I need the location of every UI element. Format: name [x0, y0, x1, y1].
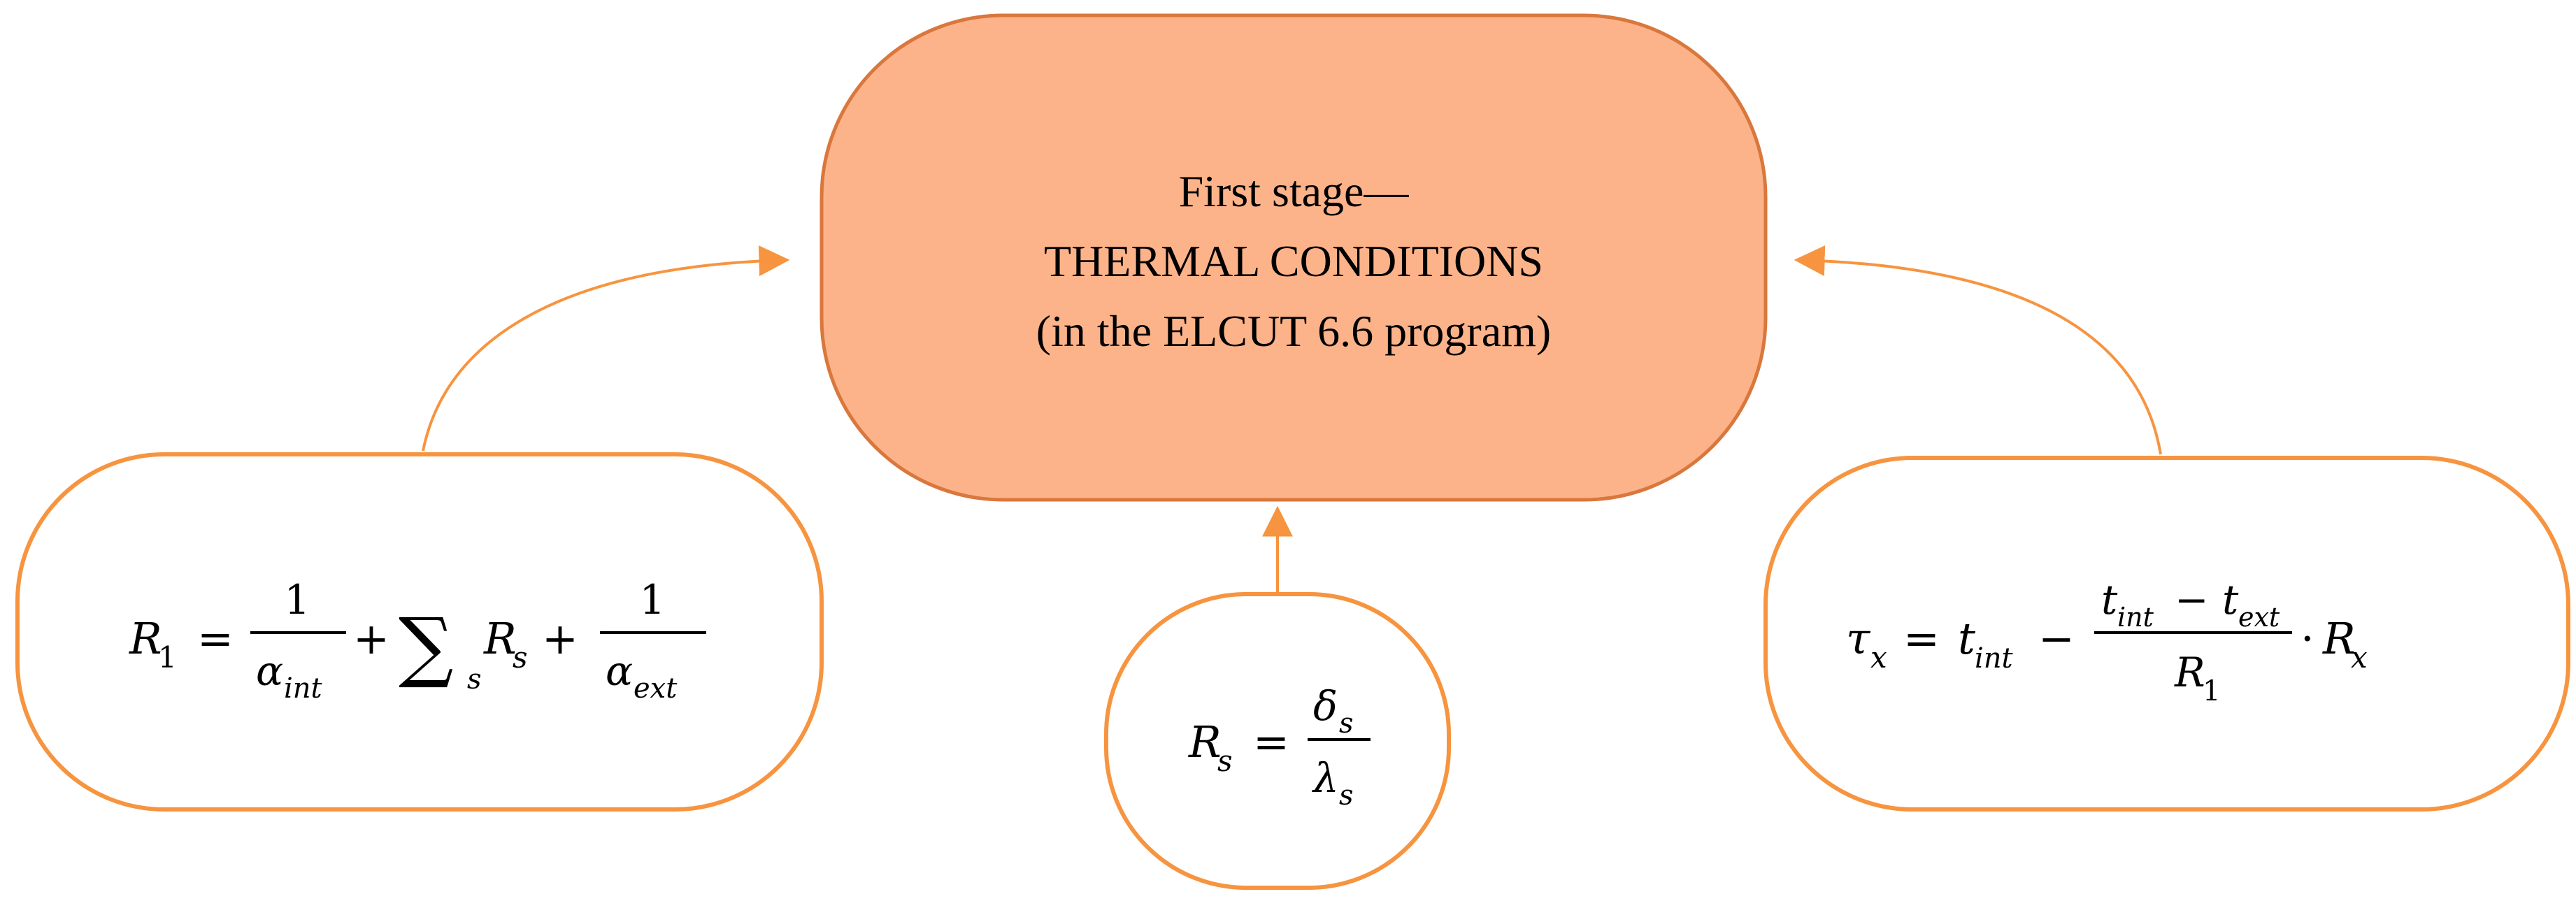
formula-center-lhs: R — [1188, 716, 1222, 768]
formula-left-frac1-den: α — [256, 647, 283, 695]
formula-right-tail-sub: x — [2351, 640, 2368, 675]
formula-left-plus-1: + — [353, 613, 389, 664]
formula-right-num-a-sub: int — [2117, 602, 2154, 633]
formula-right-lhs-sub: x — [1870, 640, 1887, 675]
formula-center-num: δ — [1313, 682, 1338, 730]
formula-right-t1: t — [1958, 613, 1975, 664]
formula-left-lhs: R — [129, 613, 162, 664]
formula-box-left-shape — [15, 452, 824, 812]
formula-right-lhs: τ — [1846, 613, 1871, 664]
formula-center-den-sub: s — [1339, 779, 1354, 812]
formula-left-frac1-den-sub: int — [284, 672, 323, 705]
formula-left-sum-sub: s — [467, 663, 482, 696]
formula-left-lhs-sub: 1 — [158, 640, 177, 675]
formula-left-eq: = — [197, 613, 234, 664]
formula-right-num-minus: − — [2175, 576, 2209, 624]
connector-right-arrow — [1794, 245, 2162, 455]
main-node-line-1: First stage— — [1179, 166, 1410, 216]
formula-left-plus-2: + — [542, 613, 578, 664]
formula-right-num-a: t — [2101, 576, 2118, 624]
formula-left-frac2-num: 1 — [640, 576, 666, 624]
formula-center-den: λ — [1312, 754, 1339, 802]
formula-right-num-b: t — [2222, 576, 2239, 624]
formula-left-term: R — [483, 613, 517, 664]
formula-right-den-sub: 1 — [2203, 675, 2220, 707]
formula-right-eq: = — [1903, 613, 1940, 664]
formula-box-layer-resistance: R s = δ s λ s — [1104, 592, 1451, 890]
connector-left-arrow — [422, 245, 790, 452]
formula-right-num-b-sub: ext — [2238, 602, 2280, 633]
main-node-line-2: THERMAL CONDITIONS — [1044, 236, 1543, 286]
formula-right-minus: − — [2038, 613, 2075, 664]
main-node-shape — [820, 13, 1768, 502]
formula-left-term-sub: s — [513, 640, 528, 675]
main-node-line-3: (in the ELCUT 6.6 program) — [1036, 306, 1551, 356]
formula-center-eq: = — [1253, 716, 1289, 768]
formula-left-frac1-num: 1 — [285, 576, 310, 624]
formula-left-frac2-den: α — [606, 647, 633, 695]
formula-right-dot: · — [2300, 613, 2314, 664]
main-node: First stage— THERMAL CONDITIONS (in the … — [820, 13, 1768, 502]
formula-box-surface-temperature: τ x = t int − t int − t ext R 1 · R x — [1763, 456, 2570, 812]
formula-left-sum-sign: ∑ — [399, 601, 454, 691]
formula-right-den: R — [2174, 649, 2205, 696]
formula-right-tail: R — [2322, 613, 2356, 664]
formula-right-t1-sub: int — [1975, 642, 2014, 675]
formula-center-num-sub: s — [1339, 707, 1354, 740]
formula-center-lhs-sub: s — [1217, 744, 1233, 778]
formula-box-center-shape — [1104, 592, 1451, 890]
formula-box-thermal-resistance: R 1 = 1 α int + ∑ s R s + 1 α ext — [15, 452, 824, 812]
formula-left-frac2-den-sub: ext — [634, 672, 678, 705]
